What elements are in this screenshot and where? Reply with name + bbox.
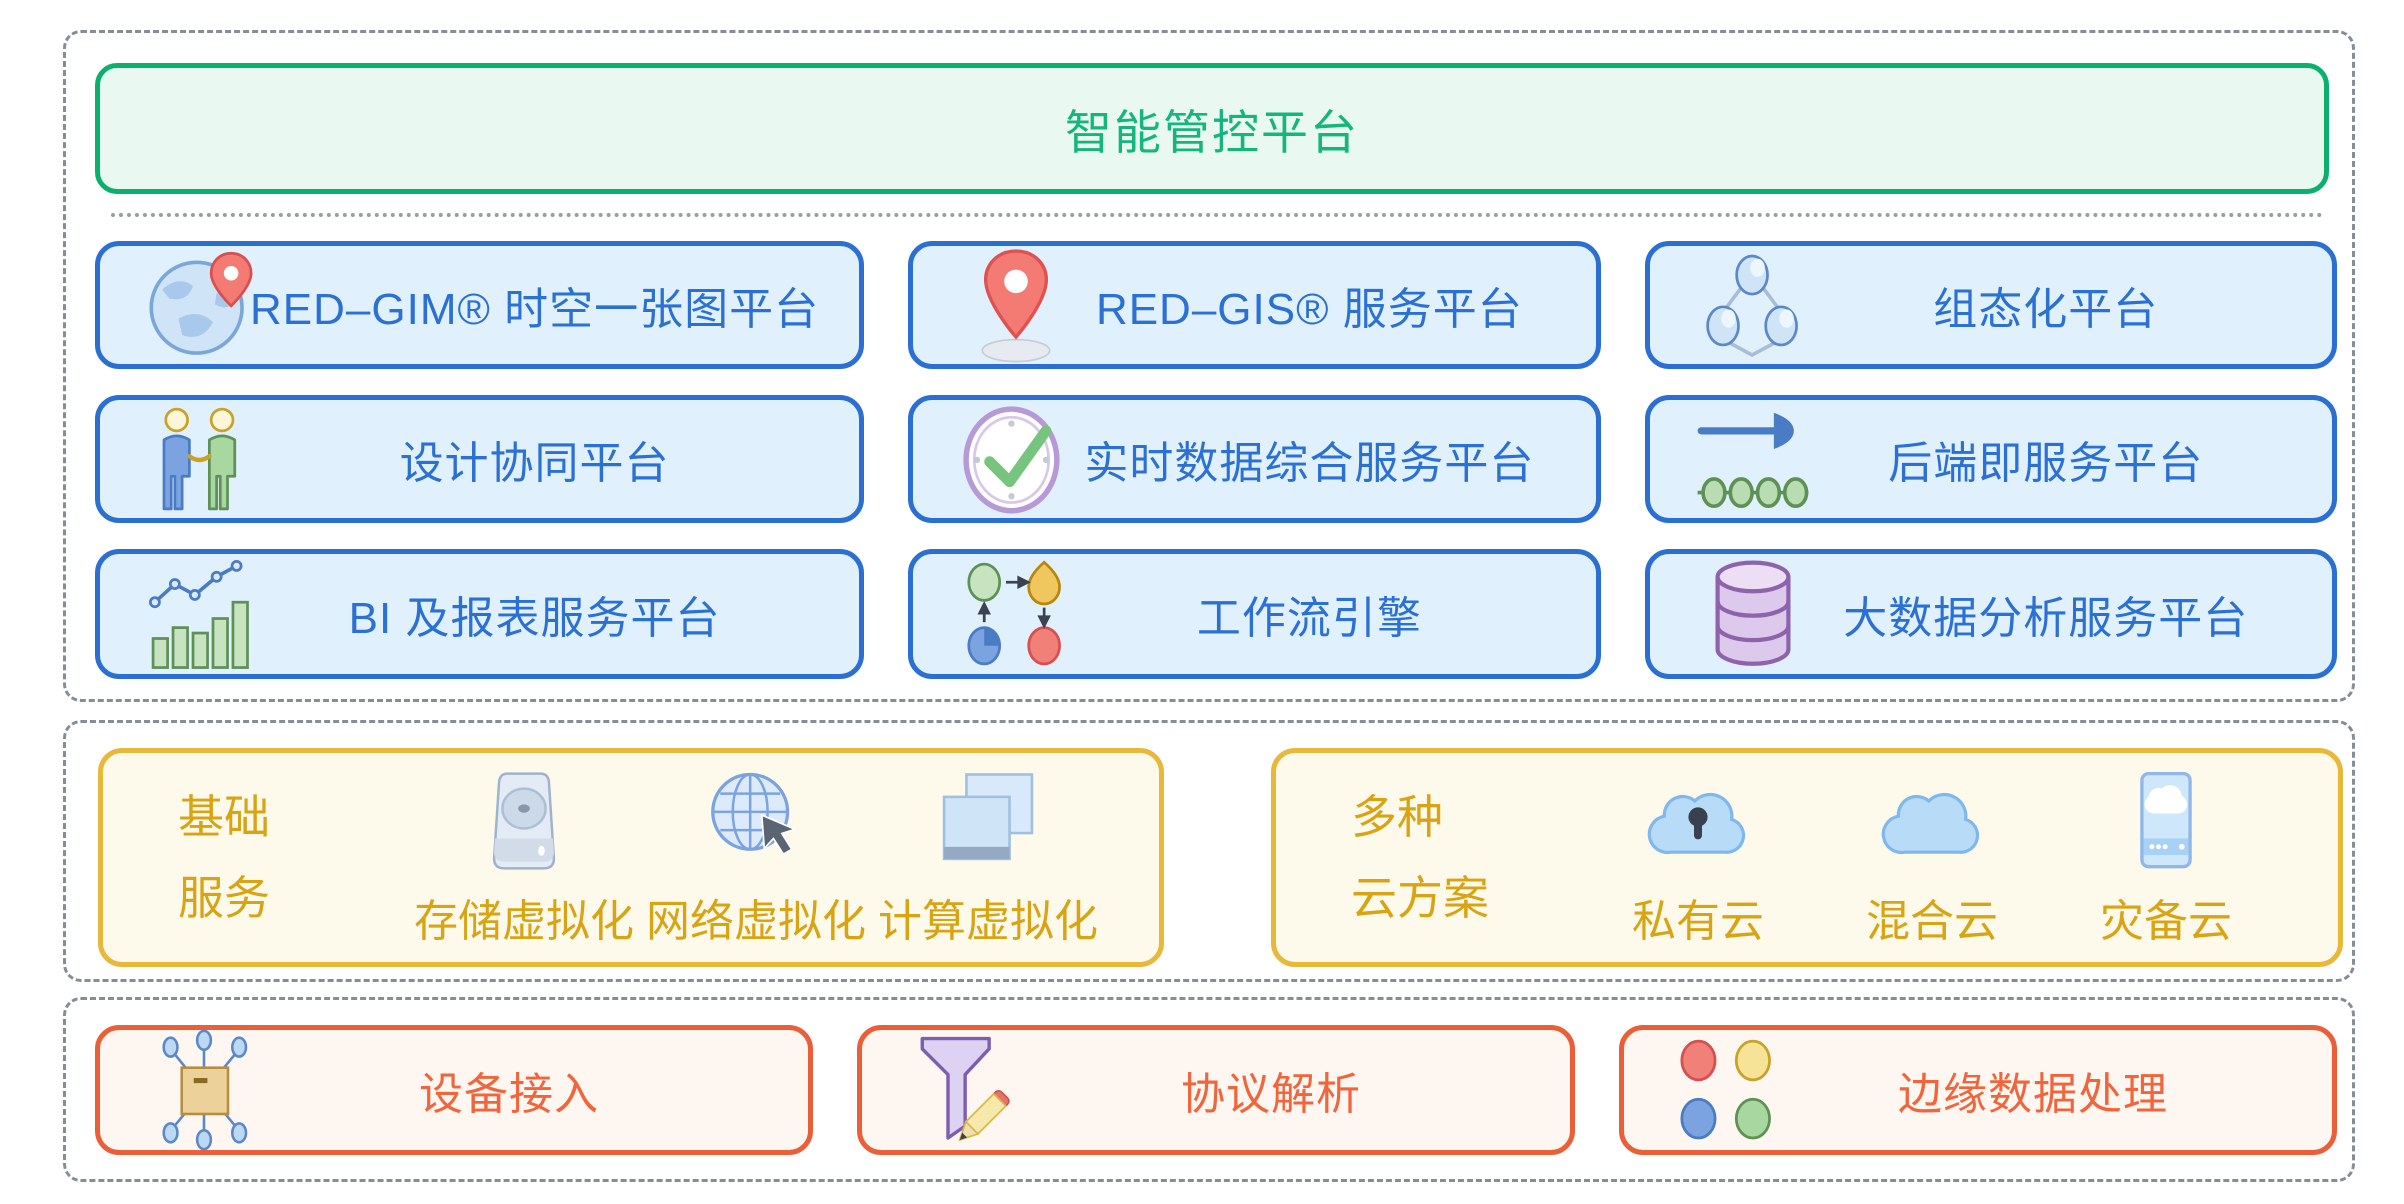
globe-pin-icon — [142, 246, 264, 364]
private-cloud-icon — [1642, 767, 1754, 875]
group-box-basic-services: 基础 服务 存储虚拟化 网络虚拟化 计算虚拟化 — [98, 748, 1164, 967]
group-items: 私有云 混合云 灾备云 — [1581, 767, 2283, 949]
platform-box-bi-report: BI 及报表服务平台 — [95, 549, 865, 679]
group-item-disaster-recovery-cloud: 灾备云 — [2100, 767, 2232, 949]
group-box-cloud-solutions: 多种 云方案 私有云 混合云 灾备云 — [1271, 748, 2343, 967]
group-item-private-cloud: 私有云 — [1632, 767, 1764, 949]
edge-box-protocol-parsing: 协议解析 — [857, 1025, 1575, 1155]
edge-label: 协议解析 — [1181, 1070, 1361, 1119]
group-item-hybrid-cloud: 混合云 — [1866, 767, 1998, 949]
platform-label: 后端即服务平台 — [1888, 439, 2204, 488]
infrastructure-section: 基础 服务 存储虚拟化 网络虚拟化 计算虚拟化 多种 — [63, 720, 2355, 982]
section-divider — [111, 213, 2324, 217]
map-pin-icon — [955, 246, 1077, 364]
compute-screens-icon — [932, 767, 1044, 875]
database-icon — [1692, 555, 1814, 673]
edge-box-edge-data-processing: 边缘数据处理 — [1619, 1025, 2337, 1155]
group-item-label: 灾备云 — [2100, 896, 2232, 946]
group-title-basic-services: 基础 服务 — [178, 777, 408, 938]
group-title-line: 基础 — [178, 791, 270, 843]
platform-label: 设计协同平台 — [399, 439, 670, 488]
abacus-icon — [1692, 400, 1814, 518]
edge-section: 设备接入 协议解析 边缘数据处理 — [63, 997, 2355, 1182]
backup-cloud-server-icon — [2110, 767, 2222, 875]
storage-disk-icon — [468, 767, 580, 875]
chip-icon — [144, 1030, 264, 1150]
platform-box-red-gis: RED–GIS® 服务平台 — [908, 241, 1601, 369]
platform-box-bigdata: 大数据分析服务平台 — [1644, 549, 2337, 679]
platform-box-workflow: 工作流引擎 — [908, 549, 1601, 679]
group-title-cloud-solutions: 多种 云方案 — [1351, 777, 1581, 938]
management-platform-title: 智能管控平台 — [1065, 106, 1359, 159]
platform-label: BI 及报表服务平台 — [348, 594, 721, 643]
platform-label: RED–GIS® 服务平台 — [1095, 285, 1523, 334]
platform-grid: RED–GIM® 时空一张图平台 RED–GIS® 服务平台 组态化平台 设计协… — [95, 241, 2337, 679]
group-title-line: 云方案 — [1351, 871, 1489, 924]
network-globe-cursor-icon — [700, 767, 812, 875]
collaboration-people-icon — [142, 400, 264, 518]
group-item-storage-virtualization: 存储虚拟化 — [414, 767, 634, 949]
edge-grid: 设备接入 协议解析 边缘数据处理 — [95, 1025, 2337, 1155]
group-item-label: 存储虚拟化 — [414, 896, 634, 946]
platform-label: 工作流引擎 — [1196, 594, 1422, 643]
group-item-label: 网络虚拟化 — [646, 896, 866, 946]
group-item-label: 计算虚拟化 — [878, 896, 1098, 946]
group-item-label: 混合云 — [1866, 896, 1998, 946]
platform-box-red-gim: RED–GIM® 时空一张图平台 — [95, 241, 865, 369]
platform-box-baas: 后端即服务平台 — [1644, 395, 2337, 523]
platform-section: 智能管控平台 RED–GIM® 时空一张图平台 RED–GIS® 服务平台 组态… — [63, 30, 2355, 702]
platform-label: 实时数据综合服务平台 — [1084, 439, 1535, 488]
edge-label: 设备接入 — [419, 1070, 599, 1119]
platform-label: 大数据分析服务平台 — [1843, 594, 2249, 643]
group-title-line: 多种 — [1351, 791, 1443, 843]
group-item-network-virtualization: 网络虚拟化 — [646, 767, 866, 949]
color-dots-icon — [1668, 1030, 1788, 1150]
platform-box-realtime-data: 实时数据综合服务平台 — [908, 395, 1601, 523]
workflow-icon — [955, 555, 1077, 673]
edge-box-device-access: 设备接入 — [95, 1025, 813, 1155]
edge-label: 边缘数据处理 — [1898, 1070, 2168, 1119]
platform-label: RED–GIM® 时空一张图平台 — [250, 285, 820, 334]
platform-label: 组态化平台 — [1933, 285, 2159, 334]
platform-box-design-collab: 设计协同平台 — [95, 395, 865, 523]
funnel-pencil-icon — [906, 1030, 1026, 1150]
group-title-line: 服务 — [178, 871, 270, 924]
management-platform-box: 智能管控平台 — [95, 63, 2329, 194]
clock-check-icon — [955, 400, 1077, 518]
group-items: 存储虚拟化 网络虚拟化 计算虚拟化 — [408, 767, 1104, 949]
hybrid-cloud-icon — [1876, 767, 1988, 875]
bar-line-chart-icon — [142, 555, 264, 673]
platform-box-configuration: 组态化平台 — [1644, 241, 2337, 369]
group-item-label: 私有云 — [1632, 896, 1764, 946]
network-nodes-icon — [1692, 246, 1814, 364]
group-item-compute-virtualization: 计算虚拟化 — [878, 767, 1098, 949]
